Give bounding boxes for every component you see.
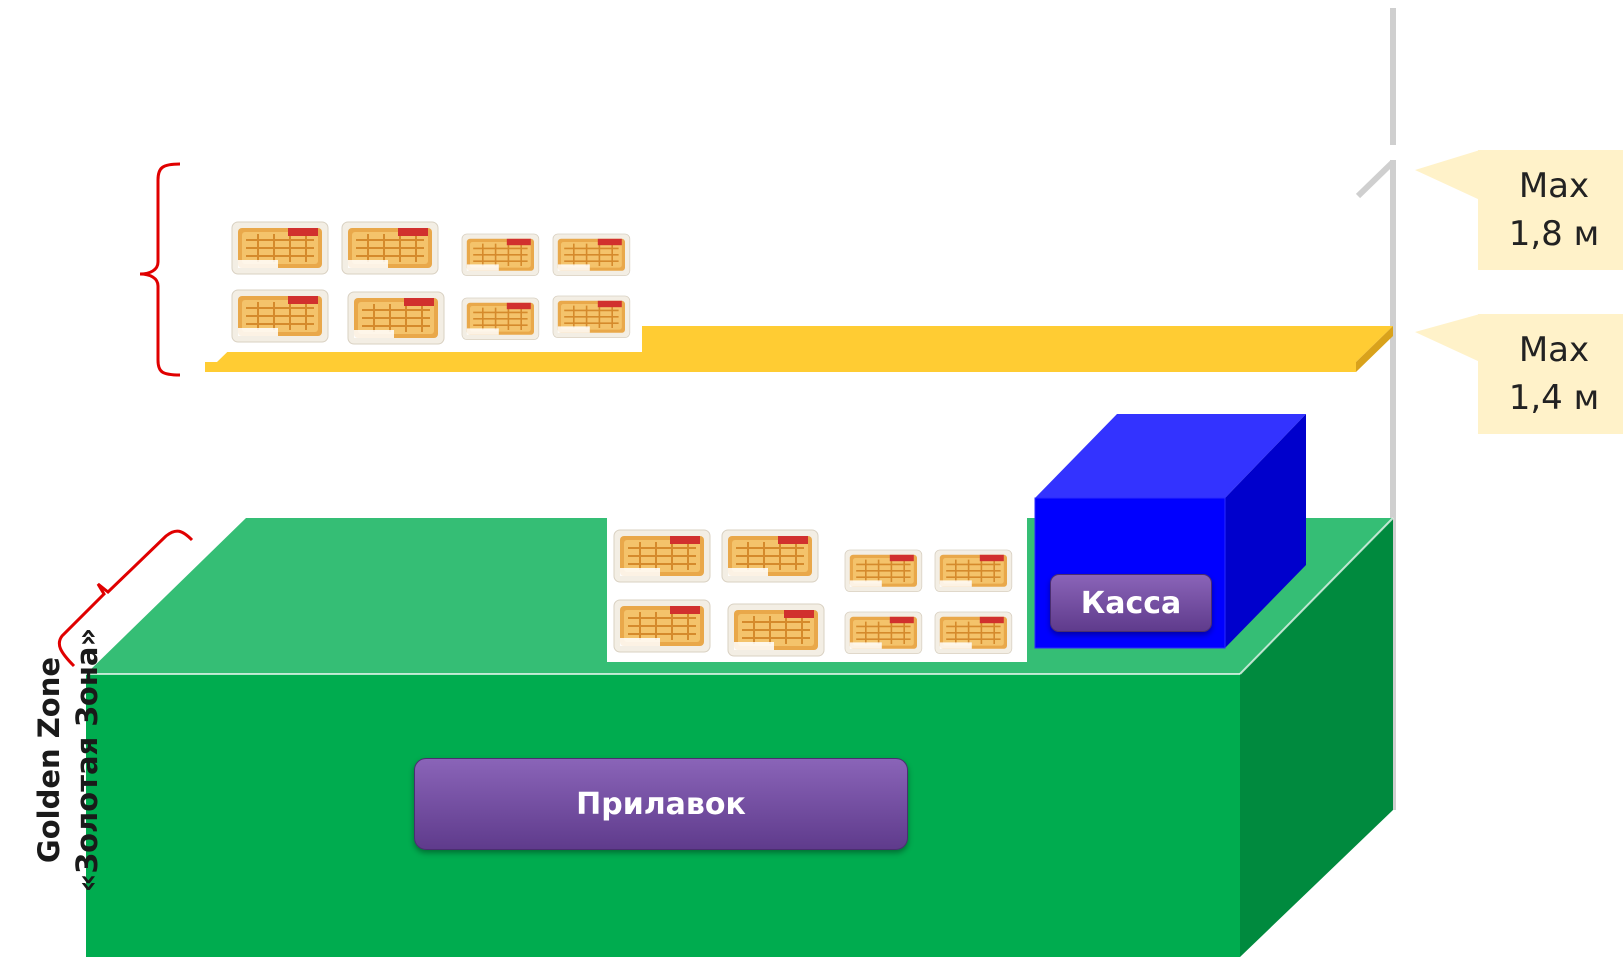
register-side bbox=[1225, 414, 1306, 648]
register-label: Касса bbox=[1050, 574, 1212, 632]
callout-box-lower bbox=[1478, 314, 1623, 434]
waffle-pack-icon bbox=[231, 221, 329, 275]
waffle-pack-icon bbox=[347, 291, 445, 345]
waffle-pack-icon bbox=[461, 233, 540, 277]
waffle-pack-icon bbox=[934, 611, 1013, 655]
golden-zone-bracket-icon bbox=[139, 162, 181, 377]
callout-line-height: 1,4 м bbox=[1508, 378, 1600, 418]
waffle-pack-icon bbox=[552, 295, 631, 339]
shelf-products bbox=[224, 216, 642, 352]
golden-zone-title-ru: «Золотая Зона» bbox=[70, 627, 104, 893]
callout-box-upper bbox=[1478, 150, 1623, 270]
planogram-scene bbox=[57, 8, 1623, 957]
waffle-pack-icon bbox=[231, 289, 329, 343]
register-top bbox=[1035, 414, 1306, 498]
counter-side bbox=[1240, 518, 1393, 957]
counter-products bbox=[607, 518, 1027, 662]
callout-max-1-4: Max 1,4 м bbox=[1494, 326, 1614, 422]
waffle-pack-icon bbox=[934, 549, 1013, 593]
waffle-pack-icon bbox=[844, 611, 923, 655]
callout-pointer-upper bbox=[1415, 150, 1480, 200]
callout-line-max: Max bbox=[1518, 166, 1590, 206]
counter-zone-bracket-icon bbox=[57, 529, 194, 668]
callout-max-1-8: Max 1,8 м bbox=[1494, 162, 1614, 258]
callout-line-height: 1,8 м bbox=[1508, 214, 1600, 254]
golden-zone-title-en: Golden Zone bbox=[32, 656, 66, 864]
callout-pointer-lower bbox=[1415, 314, 1480, 362]
waffle-pack-icon bbox=[721, 529, 819, 583]
waffle-pack-icon bbox=[613, 599, 711, 653]
waffle-pack-icon bbox=[461, 297, 540, 341]
waffle-pack-icon bbox=[727, 603, 825, 657]
shelf-front bbox=[205, 362, 1356, 372]
waffle-pack-icon bbox=[613, 529, 711, 583]
callout-line-max: Max bbox=[1518, 330, 1590, 370]
counter-edge-corner bbox=[1239, 517, 1394, 675]
waffle-pack-icon bbox=[844, 549, 923, 593]
wall-break-mark bbox=[1355, 159, 1396, 199]
shelf-side bbox=[1356, 326, 1393, 372]
waffle-pack-icon bbox=[552, 233, 631, 277]
waffle-pack-icon bbox=[341, 221, 439, 275]
counter-label: Прилавок bbox=[414, 758, 908, 850]
